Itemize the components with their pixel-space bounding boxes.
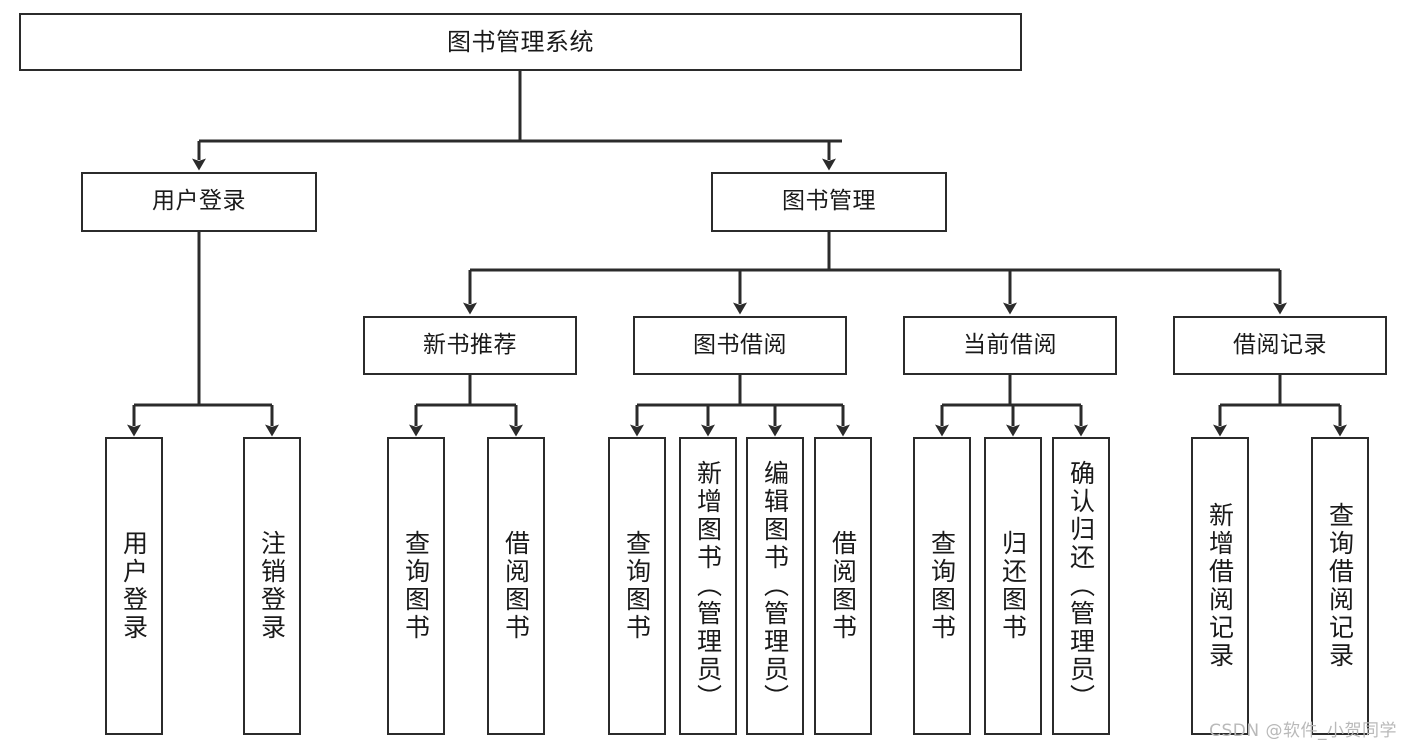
node-current-borrow-label: 当前借阅 — [963, 331, 1057, 358]
node-new-book-rec[interactable]: 新书推荐 — [363, 316, 577, 375]
node-borrow-record-label: 借阅记录 — [1233, 331, 1327, 358]
node-leaf-user-logout[interactable]: 注销登录 — [243, 437, 301, 735]
node-root[interactable]: 图书管理系统 — [19, 13, 1022, 71]
node-borrow-record[interactable]: 借阅记录 — [1173, 316, 1387, 375]
node-leaf-user-logout-label: 注销登录 — [257, 530, 287, 642]
node-leaf-query-book-rec[interactable]: 查询图书 — [387, 437, 445, 735]
node-leaf-user-login-label: 用户登录 — [119, 530, 149, 642]
node-leaf-borrow-book-rec-label: 借阅图书 — [501, 530, 531, 642]
node-book-borrow[interactable]: 图书借阅 — [633, 316, 847, 375]
node-user-login[interactable]: 用户登录 — [81, 172, 317, 232]
node-book-manage-label: 图书管理 — [782, 188, 876, 215]
node-leaf-return-book-label: 归还图书 — [998, 530, 1028, 642]
node-new-book-rec-label: 新书推荐 — [423, 331, 517, 358]
node-leaf-borrow-book-rec[interactable]: 借阅图书 — [487, 437, 545, 735]
node-user-login-label: 用户登录 — [152, 188, 246, 215]
csdn-watermark: CSDN @软件_小贺同学 — [1209, 721, 1397, 741]
node-leaf-query-book-current[interactable]: 查询图书 — [913, 437, 971, 735]
node-leaf-borrow-book-label: 借阅图书 — [828, 530, 858, 642]
node-leaf-return-book[interactable]: 归还图书 — [984, 437, 1042, 735]
node-leaf-add-record[interactable]: 新增借阅记录 — [1191, 437, 1249, 735]
node-current-borrow[interactable]: 当前借阅 — [903, 316, 1117, 375]
node-leaf-query-record-label: 查询借阅记录 — [1325, 502, 1355, 670]
node-leaf-query-book-rec-label: 查询图书 — [401, 530, 431, 642]
node-book-manage[interactable]: 图书管理 — [711, 172, 947, 232]
node-leaf-query-book-current-label: 查询图书 — [927, 530, 957, 642]
node-leaf-confirm-return[interactable]: 确认归还（管理员） — [1052, 437, 1110, 735]
node-leaf-borrow-book[interactable]: 借阅图书 — [814, 437, 872, 735]
node-leaf-query-record[interactable]: 查询借阅记录 — [1311, 437, 1369, 735]
node-leaf-add-book-label: 新增图书（管理员） — [693, 460, 723, 712]
node-book-borrow-label: 图书借阅 — [693, 331, 787, 358]
node-leaf-edit-book-label: 编辑图书（管理员） — [760, 460, 790, 712]
node-root-label: 图书管理系统 — [447, 27, 594, 56]
node-leaf-edit-book[interactable]: 编辑图书（管理员） — [746, 437, 804, 735]
node-leaf-query-book-borrow[interactable]: 查询图书 — [608, 437, 666, 735]
node-leaf-query-book-borrow-label: 查询图书 — [622, 530, 652, 642]
node-leaf-user-login[interactable]: 用户登录 — [105, 437, 163, 735]
node-leaf-confirm-return-label: 确认归还（管理员） — [1066, 460, 1096, 712]
node-leaf-add-record-label: 新增借阅记录 — [1205, 502, 1235, 670]
node-leaf-add-book[interactable]: 新增图书（管理员） — [679, 437, 737, 735]
